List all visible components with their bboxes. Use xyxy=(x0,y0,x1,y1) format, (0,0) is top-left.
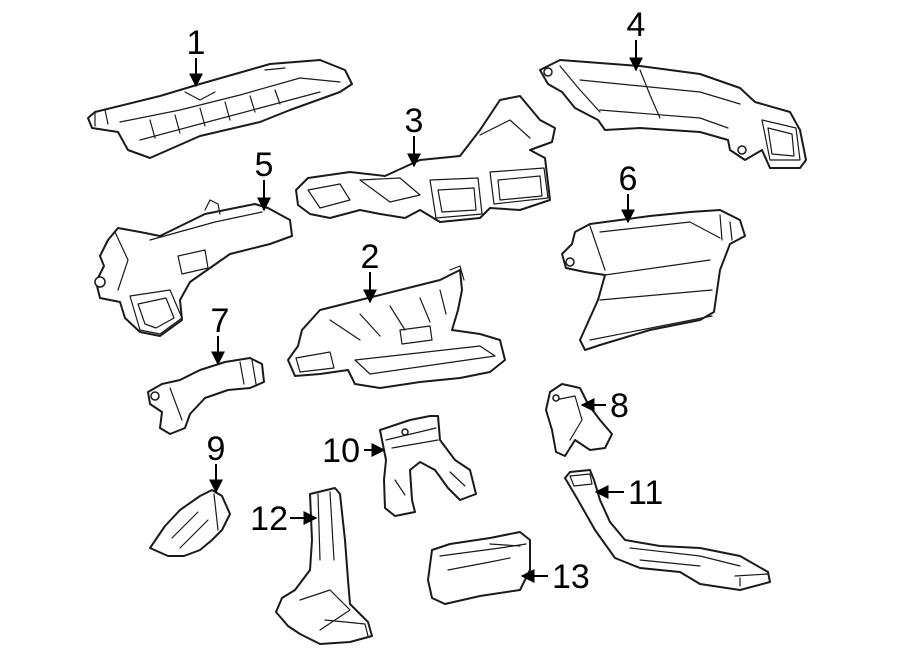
callout-8: 8 xyxy=(610,387,629,425)
part-1-duct xyxy=(87,59,353,159)
part-11-duct xyxy=(564,469,771,591)
callout-9: 9 xyxy=(207,430,226,468)
part-13-piece xyxy=(427,531,531,605)
callout-4: 4 xyxy=(627,6,646,44)
part-8-piece xyxy=(545,383,613,457)
part-6-duct xyxy=(561,209,746,351)
part-7-duct xyxy=(147,357,265,435)
part-3-duct xyxy=(295,95,556,223)
callout-12: 12 xyxy=(250,500,288,538)
part-4-duct xyxy=(539,59,807,169)
callout-labels: 1 2 3 4 5 6 7 8 9 10 11 12 13 xyxy=(187,6,664,596)
callout-11: 11 xyxy=(628,474,663,512)
part-2-duct xyxy=(287,265,506,389)
part-9-piece xyxy=(149,489,231,557)
callout-6: 6 xyxy=(619,160,638,198)
callout-13: 13 xyxy=(552,558,590,596)
part-10-piece xyxy=(379,415,477,517)
part-12-duct xyxy=(275,487,373,645)
callout-7: 7 xyxy=(211,302,230,340)
callout-1: 1 xyxy=(187,24,206,62)
part-5-duct xyxy=(94,199,293,337)
callout-2: 2 xyxy=(361,238,380,276)
callout-10: 10 xyxy=(322,432,360,470)
callout-3: 3 xyxy=(405,102,424,140)
leaders xyxy=(189,40,643,583)
callout-5: 5 xyxy=(255,146,274,184)
